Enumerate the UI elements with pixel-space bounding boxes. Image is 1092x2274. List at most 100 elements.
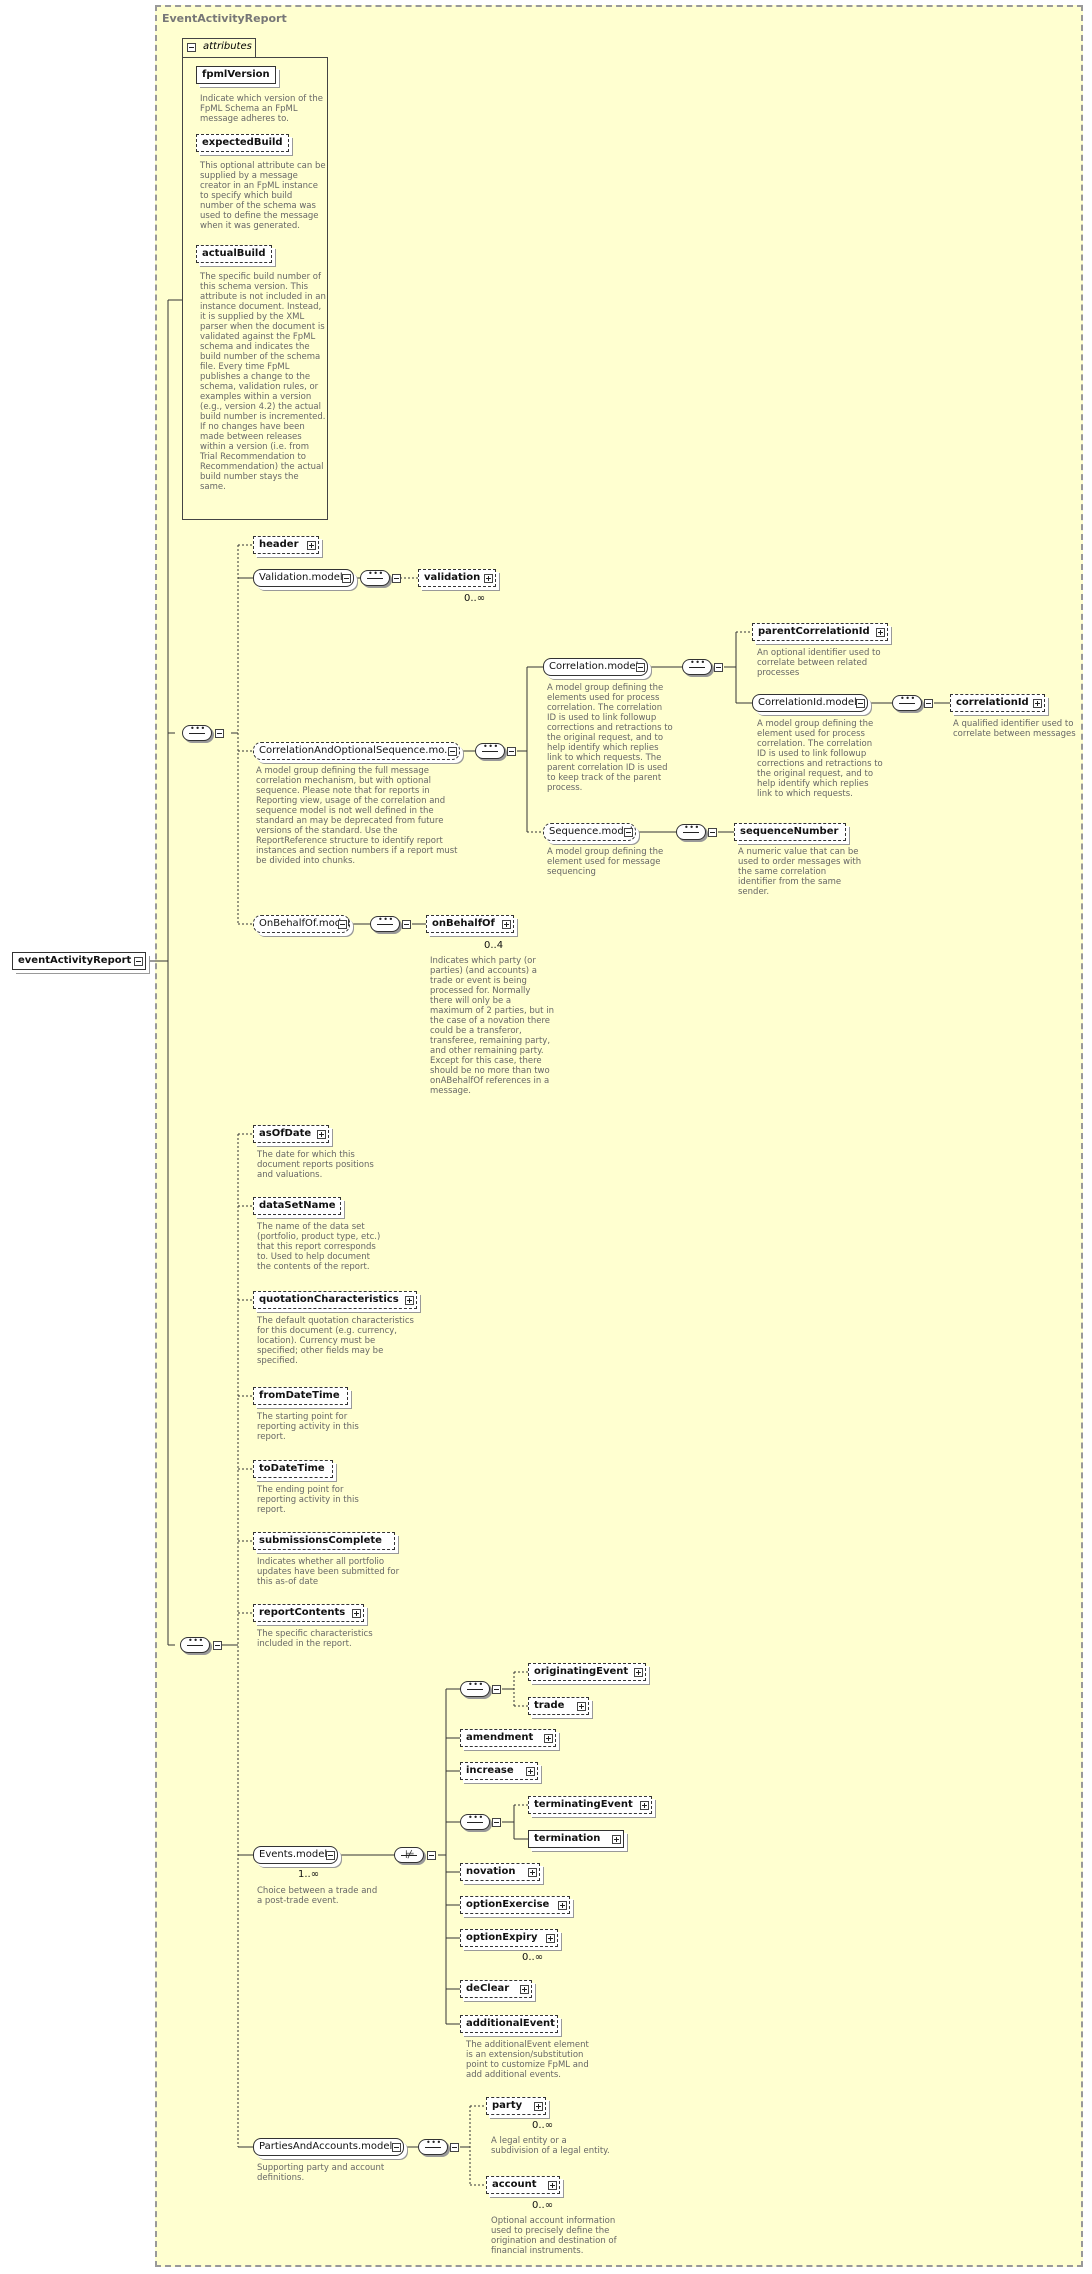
element-submissionsComplete[interactable]: submissionsComplete <box>253 1532 395 1550</box>
collapse-button[interactable] <box>708 828 717 837</box>
element-parentCorrelationId[interactable]: parentCorrelationId <box>752 623 888 641</box>
expand-button[interactable] <box>546 1934 555 1943</box>
collapse-button[interactable] <box>338 920 347 929</box>
expand-button[interactable] <box>502 920 511 929</box>
collapse-button[interactable] <box>134 957 143 966</box>
collapse-button[interactable] <box>492 1685 501 1694</box>
expand-button[interactable] <box>544 1734 553 1743</box>
element-toDateTime[interactable]: toDateTime <box>253 1460 333 1478</box>
attribute-name: actualBuild <box>202 248 266 259</box>
element-asOfDate[interactable]: asOfDate <box>253 1125 329 1143</box>
sequence-compositor[interactable] <box>360 569 390 586</box>
collapse-button[interactable] <box>448 747 457 756</box>
collapse-button[interactable] <box>856 699 865 708</box>
expand-button[interactable] <box>640 1801 649 1810</box>
collapse-button[interactable] <box>213 1641 222 1650</box>
collapse-button[interactable] <box>492 1818 501 1827</box>
expand-button[interactable] <box>558 1901 567 1910</box>
collapse-button[interactable] <box>215 729 224 738</box>
element-terminatingEvent[interactable]: terminatingEvent <box>528 1796 652 1814</box>
collapse-button[interactable] <box>392 574 401 583</box>
group-correlation-model[interactable]: Correlation.model <box>543 658 648 676</box>
sequence-compositor[interactable] <box>370 915 400 932</box>
collapse-button[interactable] <box>636 663 645 672</box>
sequence-compositor[interactable] <box>676 823 706 840</box>
group-sequence-model[interactable]: Sequence.model <box>543 823 636 841</box>
sequence-compositor[interactable] <box>682 658 712 675</box>
attribute-fpmlVersion[interactable]: fpmlVersion <box>196 66 276 84</box>
expand-button[interactable] <box>405 1296 414 1305</box>
collapse-button[interactable] <box>402 920 411 929</box>
element-label: sequenceNumber <box>740 826 839 837</box>
collapse-button[interactable] <box>187 43 196 52</box>
element-optionExpiry[interactable]: optionExpiry <box>460 1929 558 1947</box>
element-validation[interactable]: validation <box>418 569 496 587</box>
collapse-button[interactable] <box>342 574 351 583</box>
sequence-compositor[interactable] <box>460 1813 490 1830</box>
element-label: onBehalfOf <box>432 918 495 929</box>
expand-button[interactable] <box>520 1985 529 1994</box>
sequence-compositor[interactable] <box>460 1680 490 1697</box>
expand-button[interactable] <box>876 628 885 637</box>
group-correlation-id-model[interactable]: CorrelationId.model <box>752 694 868 712</box>
expand-button[interactable] <box>612 1835 621 1844</box>
expand-button[interactable] <box>484 574 493 583</box>
group-label: Sequence.model <box>549 826 633 837</box>
collapse-button[interactable] <box>924 699 933 708</box>
expand-button[interactable] <box>577 1702 586 1711</box>
choice-compositor[interactable] <box>394 1847 424 1863</box>
expand-button[interactable] <box>307 541 316 550</box>
group-parties-and-accounts-model[interactable]: PartiesAndAccounts.model <box>253 2138 404 2156</box>
element-correlationId[interactable]: correlationId <box>950 694 1045 712</box>
collapse-button[interactable] <box>714 663 723 672</box>
expand-button[interactable] <box>1033 699 1042 708</box>
sequence-compositor[interactable] <box>418 2138 448 2155</box>
element-deClear[interactable]: deClear <box>460 1980 532 1998</box>
sequence-compositor[interactable] <box>182 724 212 741</box>
attribute-name: fpmlVersion <box>202 69 270 80</box>
element-additionalEvent[interactable]: additionalEvent <box>460 2015 558 2033</box>
element-dataSetName[interactable]: dataSetName <box>253 1197 341 1215</box>
element-onBehalfOf[interactable]: onBehalfOf <box>426 915 514 933</box>
element-quotationCharacteristics[interactable]: quotationCharacteristics <box>253 1291 417 1309</box>
collapse-button[interactable] <box>507 747 516 756</box>
sequence-compositor[interactable] <box>180 1636 210 1653</box>
collapse-button[interactable] <box>624 828 633 837</box>
element-account[interactable]: account <box>486 2176 560 2194</box>
element-trade[interactable]: trade <box>528 1697 589 1715</box>
element-reportContents[interactable]: reportContents <box>253 1604 364 1622</box>
element-termination[interactable]: termination <box>528 1830 624 1848</box>
expand-button[interactable] <box>548 2181 557 2190</box>
expand-button[interactable] <box>526 1767 535 1776</box>
element-increase[interactable]: increase <box>460 1762 538 1780</box>
element-party[interactable]: party <box>486 2097 546 2115</box>
expand-button[interactable] <box>534 2102 543 2111</box>
sequence-compositor[interactable] <box>892 694 922 711</box>
element-fromDateTime[interactable]: fromDateTime <box>253 1387 348 1405</box>
collapse-button[interactable] <box>392 2143 401 2152</box>
element-novation[interactable]: novation <box>460 1863 540 1881</box>
sequence-compositor[interactable] <box>475 742 505 759</box>
attribute-expectedBuild[interactable]: expectedBuild <box>196 134 289 152</box>
group-on-behalf-of-model[interactable]: OnBehalfOf.model <box>253 915 350 933</box>
element-header[interactable]: header <box>253 536 319 554</box>
collapse-button[interactable] <box>427 1851 436 1860</box>
element-amendment[interactable]: amendment <box>460 1729 556 1747</box>
element-optionExercise[interactable]: optionExercise <box>460 1896 570 1914</box>
collapse-button[interactable] <box>450 2143 459 2152</box>
group-validation-model[interactable]: Validation.model <box>253 569 354 587</box>
group-events-model[interactable]: Events.model <box>253 1846 338 1864</box>
expand-button[interactable] <box>352 1609 361 1618</box>
element-originatingEvent[interactable]: originatingEvent <box>528 1663 646 1681</box>
expand-button[interactable] <box>634 1668 643 1677</box>
root-element[interactable]: eventActivityReport <box>12 952 146 970</box>
attributes-tab[interactable]: attributes <box>182 38 256 57</box>
expand-button[interactable] <box>528 1868 537 1877</box>
element-sequenceNumber[interactable]: sequenceNumber <box>734 823 846 841</box>
attribute-name: expectedBuild <box>202 137 283 148</box>
group-correlation-and-optional-sequence[interactable]: CorrelationAndOptionalSequence.mo... <box>253 742 460 760</box>
expand-button[interactable] <box>317 1130 326 1139</box>
collapse-button[interactable] <box>326 1851 335 1860</box>
attribute-actualBuild[interactable]: actualBuild <box>196 245 272 263</box>
